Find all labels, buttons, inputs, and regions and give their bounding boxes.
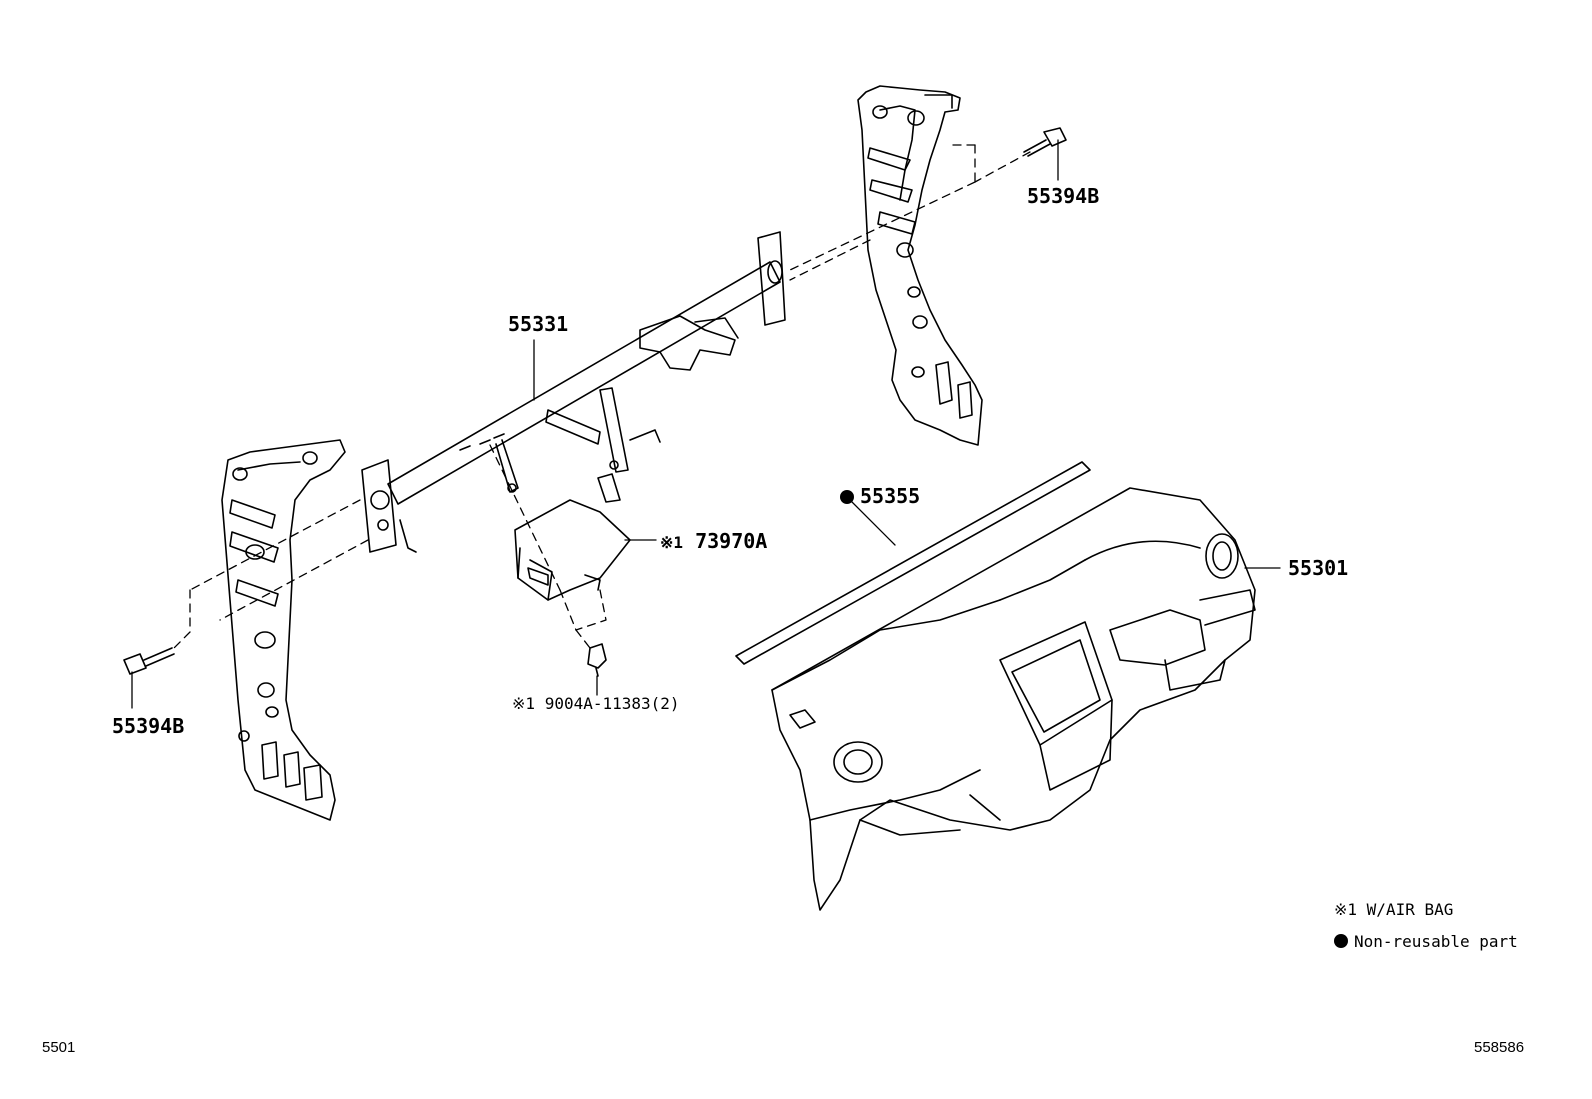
callout-airbag-bracket: ※1 73970A bbox=[660, 531, 767, 551]
seal-number: 55355 bbox=[860, 484, 921, 508]
legend-airbag-note: ※1 W/AIR BAG bbox=[1334, 900, 1454, 919]
callout-panel: 55301 bbox=[1288, 556, 1349, 580]
leader-lines bbox=[131, 139, 1281, 709]
windshield-seal bbox=[735, 461, 1091, 665]
footer-left-code: 5501 bbox=[42, 1039, 76, 1056]
clip-part bbox=[587, 643, 607, 677]
airbag-bracket-number: 73970A bbox=[695, 529, 768, 553]
callout-bolt-lower-left: 55394B bbox=[112, 714, 185, 738]
airbag-bracket bbox=[514, 499, 631, 601]
left-side-bracket bbox=[221, 439, 346, 821]
dashed-guide-lines bbox=[173, 144, 1031, 649]
non-reusable-marker-icon bbox=[840, 490, 854, 504]
clip-note-marker: ※1 bbox=[512, 694, 536, 713]
clip-number: 9004A-11383(2) bbox=[544, 694, 680, 713]
callout-clip: ※1 9004A-11383(2) bbox=[512, 696, 680, 712]
legend-non-reusable: Non-reusable part bbox=[1334, 934, 1518, 950]
filled-circle-icon bbox=[1334, 934, 1348, 948]
bolt-lower-left bbox=[123, 647, 175, 675]
instrument-panel bbox=[771, 487, 1256, 911]
callout-bolt-upper-right: 55394B bbox=[1027, 184, 1100, 208]
reinforcement-beam bbox=[361, 231, 786, 553]
callout-reinforcement: 55331 bbox=[508, 312, 569, 336]
bolt-upper-right bbox=[1023, 127, 1067, 157]
footer-right-code: 558586 bbox=[1474, 1039, 1525, 1056]
callout-seal: 55355 bbox=[840, 486, 920, 506]
airbag-note-marker: ※1 bbox=[660, 533, 684, 552]
legend-non-reusable-text: Non-reusable part bbox=[1354, 932, 1518, 951]
right-side-bracket bbox=[857, 85, 983, 446]
